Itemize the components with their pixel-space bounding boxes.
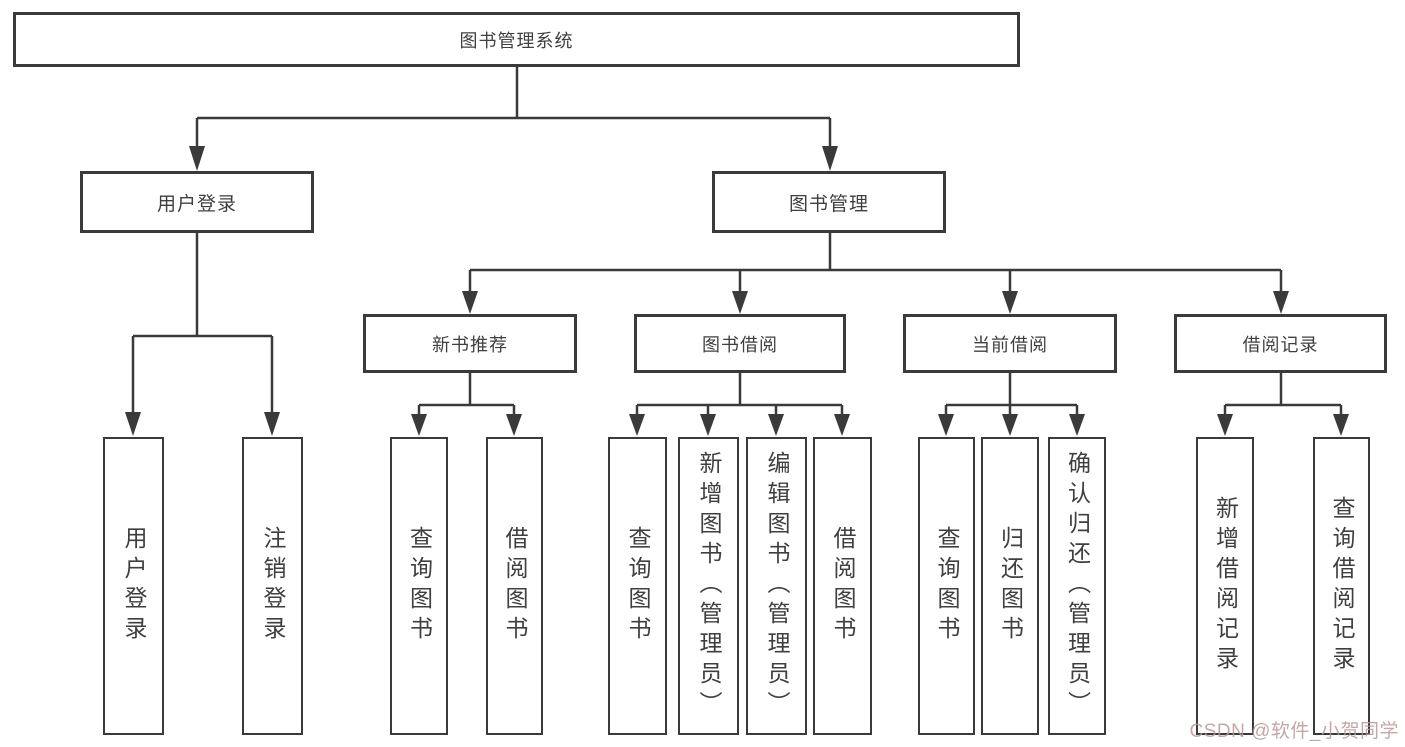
arrowhead (1217, 414, 1233, 436)
connector-current-borrow-children (938, 373, 1085, 436)
node-user-login: 用户登录 (80, 171, 314, 233)
leaf-return-book: 归还图书 (981, 437, 1039, 735)
arrowhead (506, 414, 522, 436)
connector-root-to-l2 (189, 67, 838, 171)
connector-borrow-record-children (1217, 373, 1349, 436)
leaf-label: 借阅图书 (830, 526, 856, 646)
leaf-label: 新增图书（管理员） (696, 451, 722, 721)
arrowhead (938, 414, 954, 436)
arrowhead (462, 291, 478, 314)
leaf-query-books-recommend: 查询图书 (390, 437, 448, 735)
arrowhead (1333, 414, 1349, 436)
leaf-label: 查询借阅记录 (1329, 496, 1355, 676)
arrowhead (732, 291, 748, 314)
arrowhead (629, 414, 645, 436)
leaf-user-login: 用户登录 (103, 437, 164, 735)
arrowhead (264, 412, 280, 436)
leaf-borrow-books-borrow: 借阅图书 (813, 437, 872, 735)
leaf-label: 用户登录 (121, 526, 147, 646)
leaf-edit-book-admin: 编辑图书（管理员） (746, 437, 807, 735)
connector-book-borrow-children (629, 373, 850, 436)
leaf-label: 借阅图书 (502, 526, 528, 646)
leaf-label: 查询图书 (625, 526, 651, 646)
arrowhead (834, 414, 850, 436)
watermark: CSDN @软件_小贺同学 (1189, 721, 1399, 742)
arrowhead (125, 412, 141, 436)
leaf-label: 查询图书 (406, 526, 433, 646)
leaf-label: 注销登录 (260, 526, 286, 646)
connector-new-book-children (411, 373, 522, 436)
arrowhead (700, 414, 716, 436)
leaf-confirm-return-admin: 确认归还（管理员） (1048, 437, 1106, 735)
leaf-label: 新增借阅记录 (1212, 496, 1239, 676)
node-new-book-recommend: 新书推荐 (363, 314, 577, 373)
arrowhead (1002, 291, 1018, 314)
node-borrow-records: 借阅记录 (1174, 314, 1387, 373)
arrowhead (411, 414, 427, 436)
leaf-label: 编辑图书（管理员） (764, 451, 790, 721)
leaf-add-book-admin: 新增图书（管理员） (678, 437, 739, 735)
leaf-borrow-books-recommend: 借阅图书 (486, 437, 543, 735)
leaf-label: 确认归还（管理员） (1064, 451, 1091, 721)
node-current-borrow: 当前借阅 (903, 314, 1117, 373)
leaf-logout: 注销登录 (242, 437, 303, 735)
leaf-add-borrow-record: 新增借阅记录 (1196, 437, 1254, 735)
node-root: 图书管理系统 (13, 12, 1020, 67)
connector-user-login-children (125, 233, 280, 436)
arrowhead (822, 146, 838, 171)
node-book-management: 图书管理 (712, 171, 946, 233)
arrowhead (1069, 414, 1085, 436)
arrowhead (768, 414, 784, 436)
leaf-query-books-borrow: 查询图书 (608, 437, 667, 735)
arrowhead (189, 146, 205, 171)
arrowhead (1002, 414, 1018, 436)
leaf-query-borrow-record: 查询借阅记录 (1313, 437, 1370, 735)
leaf-label: 查询图书 (934, 526, 960, 646)
leaf-label: 归还图书 (997, 526, 1024, 646)
leaf-query-books-current: 查询图书 (918, 437, 975, 735)
arrowhead (1273, 291, 1289, 314)
node-book-borrow: 图书借阅 (634, 314, 846, 373)
connector-book-management-to-l3 (462, 233, 1289, 314)
